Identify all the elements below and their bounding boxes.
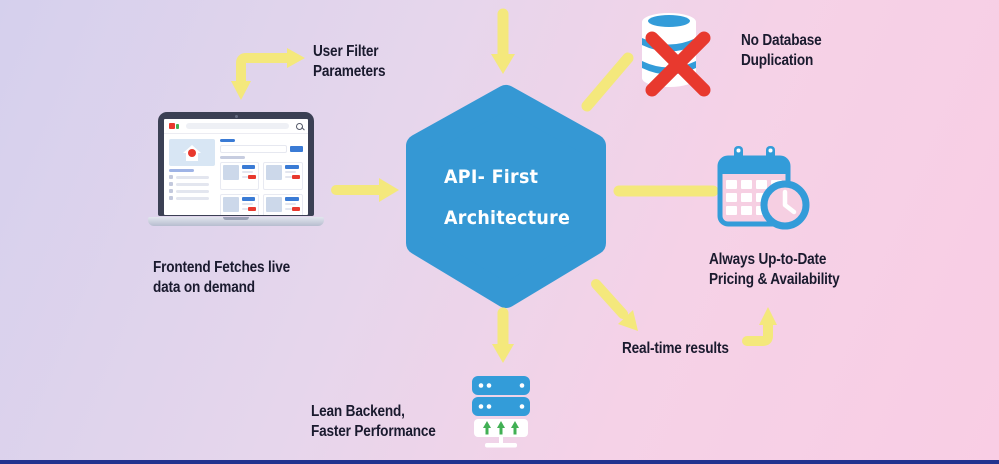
site-logo-accent (176, 123, 179, 129)
result-card (219, 194, 260, 215)
filter-button (290, 146, 303, 152)
result-card (263, 194, 303, 215)
label-user-filter: User Filter Parameters (313, 43, 386, 80)
browser-content (164, 134, 308, 215)
arrow-hexagon-to-server (492, 307, 514, 363)
elbow-arrow-to-pricing (742, 307, 777, 346)
arrow-hexagon-to-realtime (591, 279, 638, 331)
laptop-screen-frame (158, 112, 314, 216)
arrow-top-into-hexagon (491, 8, 515, 74)
clock-icon (760, 180, 810, 230)
label-always-up-to-date: Always Up-to-Date Pricing & Availability (709, 251, 840, 288)
result-card (263, 162, 303, 190)
browser-search-field (186, 123, 289, 129)
bottom-edge-bar (0, 460, 999, 464)
label-lean-backend: Lean Backend, Faster Performance (311, 403, 436, 440)
laptop-illustration (148, 110, 324, 226)
laptop-base (148, 217, 324, 226)
elbow-arrow-user-filter (231, 48, 305, 100)
hexagon-title-line2: Architecture (444, 207, 571, 229)
site-logo-icon (169, 123, 175, 129)
hexagon-shape (406, 85, 606, 308)
listing-photo (169, 139, 215, 166)
rating-line (169, 169, 195, 172)
label-real-time-results: Real-time results (622, 340, 729, 357)
calendar-clock-icon (717, 146, 810, 230)
search-icon (296, 122, 303, 130)
result-card (219, 162, 260, 190)
browser-mockup (164, 119, 308, 215)
hexagon-title: API- First Architecture (444, 166, 570, 229)
server-stack-icon (472, 376, 530, 448)
red-badge-icon (187, 149, 196, 157)
label-frontend-fetches: Frontend Fetches live data on demand (153, 259, 290, 296)
browser-toolbar (164, 119, 308, 134)
filter-input (219, 145, 287, 153)
sidebar-mockup (169, 139, 220, 215)
arrow-laptop-to-hexagon (331, 178, 399, 202)
label-no-database-duplication: No Database Duplication (741, 32, 822, 69)
database-crossed-out-icon (642, 13, 711, 97)
hexagon-title-line1: API- First (444, 166, 539, 188)
bar-hexagon-to-database (581, 52, 634, 112)
webcam-dot (235, 115, 238, 118)
results-mockup (219, 139, 303, 215)
up-arrows-icon (483, 421, 519, 435)
x-mark-icon (645, 31, 711, 97)
